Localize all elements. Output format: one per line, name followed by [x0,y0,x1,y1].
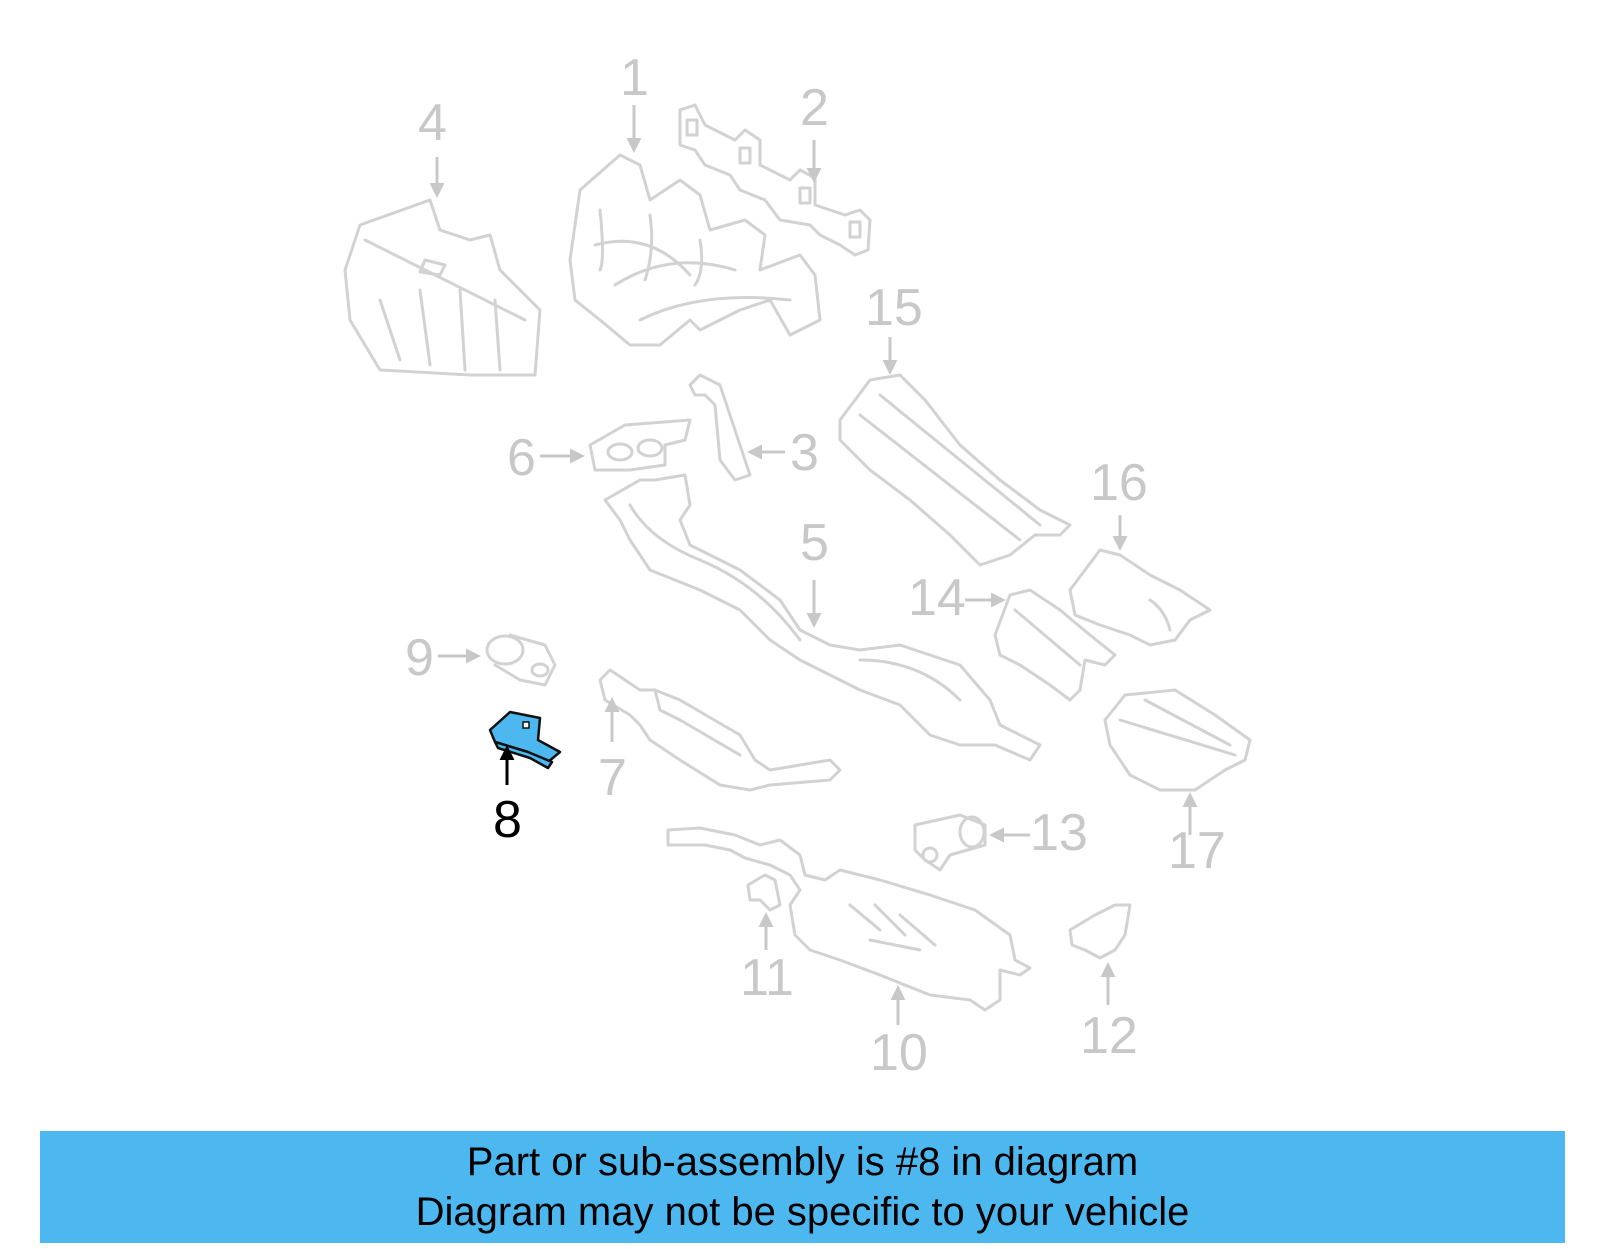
part-1-exhaust-manifold [568,153,822,347]
callout-4: 4 [418,94,447,152]
part-info-banner: Part or sub-assembly is #8 in diagram Di… [40,1131,1565,1243]
part-12-bracket [1068,903,1132,960]
part-5-front-pipe-catalytic-converter [603,473,1042,762]
callout-14: 14 [908,569,966,627]
exploded-parts-diagram: 4 1 2 15 3 6 5 [343,49,1252,1082]
callout-3: 3 [790,424,819,482]
part-8-exhaust-hanger [488,710,562,770]
callout-15: 15 [865,279,923,337]
callout-12: 12 [1080,1007,1138,1065]
part-10-muffler [666,826,1032,1012]
part-17-heat-shield [1103,688,1252,792]
part-13-clamp [913,813,987,872]
part-7-intermediate-pipe [598,668,842,792]
part-6-flange-gasket [588,418,692,472]
banner-line-disclaimer: Diagram may not be specific to your vehi… [415,1190,1190,1234]
banner-line-part-reference: Part or sub-assembly is #8 in diagram [466,1140,1139,1184]
callout-2: 2 [800,79,829,137]
callout-16: 16 [1090,454,1148,512]
callout-17: 17 [1168,822,1226,880]
part-3-bracket [688,373,752,482]
part-2-manifold-gasket [678,103,872,257]
callout-10: 10 [870,1024,928,1082]
part-16-heat-shield [1068,548,1212,647]
callout-7: 7 [598,749,627,807]
part-11-hanger [746,873,782,912]
callout-5: 5 [800,514,829,572]
part-14-heat-shield [993,588,1117,702]
part-4-heat-shield [343,198,542,377]
callout-6: 6 [507,429,536,487]
callout-11: 11 [740,949,794,1007]
part-15-heat-shield [838,373,1072,567]
callout-9: 9 [405,629,434,687]
part-9-clamp [485,633,557,687]
callout-13: 13 [1030,804,1088,862]
callout-1: 1 [620,49,649,107]
callout-8: 8 [493,791,522,849]
